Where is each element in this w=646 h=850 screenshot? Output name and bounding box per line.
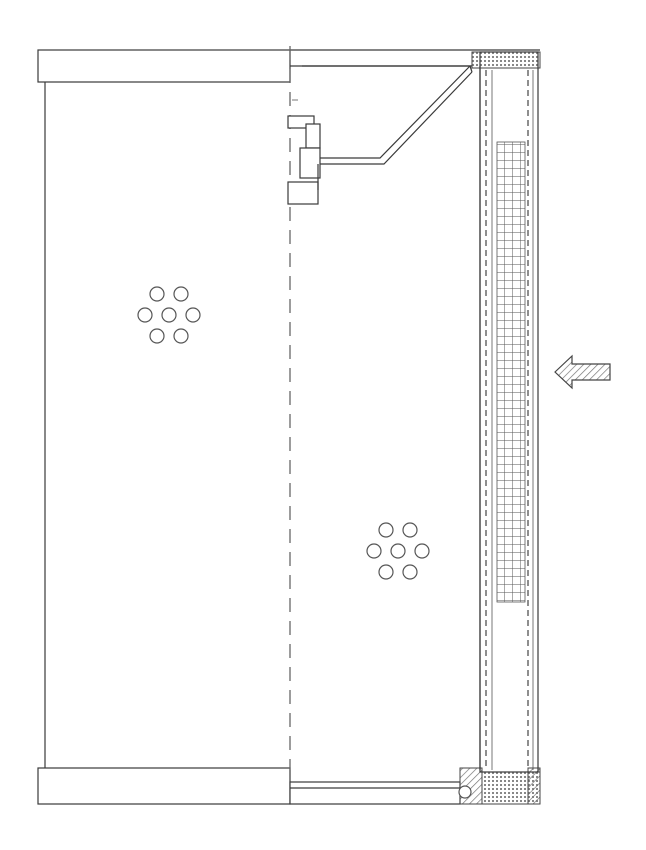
perforation-hole (390, 543, 406, 559)
perforation-hole (402, 522, 418, 538)
perforation-hole (185, 307, 201, 323)
outer-filter-mesh (479, 51, 539, 773)
perforation-hole (161, 307, 177, 323)
perforation-hole (149, 286, 165, 302)
perforation-hole (149, 328, 165, 344)
perforation-hole (378, 564, 394, 580)
perforation-hole (173, 286, 189, 302)
inflow-arrow (554, 354, 611, 390)
perforation-hole (402, 564, 418, 580)
top-end-cap (37, 49, 541, 83)
perforation-hole-cluster-upper (137, 286, 201, 344)
outlet-bracket (287, 65, 473, 205)
perforation-hole (414, 543, 430, 559)
perforation-hole (366, 543, 382, 559)
bottom-end-cap (37, 767, 541, 805)
filter-cartridge-body (44, 66, 481, 770)
perforation-hole (173, 328, 189, 344)
perforation-hole (378, 522, 394, 538)
perforation-hole (137, 307, 153, 323)
perforation-hole-cluster-lower (366, 522, 430, 580)
